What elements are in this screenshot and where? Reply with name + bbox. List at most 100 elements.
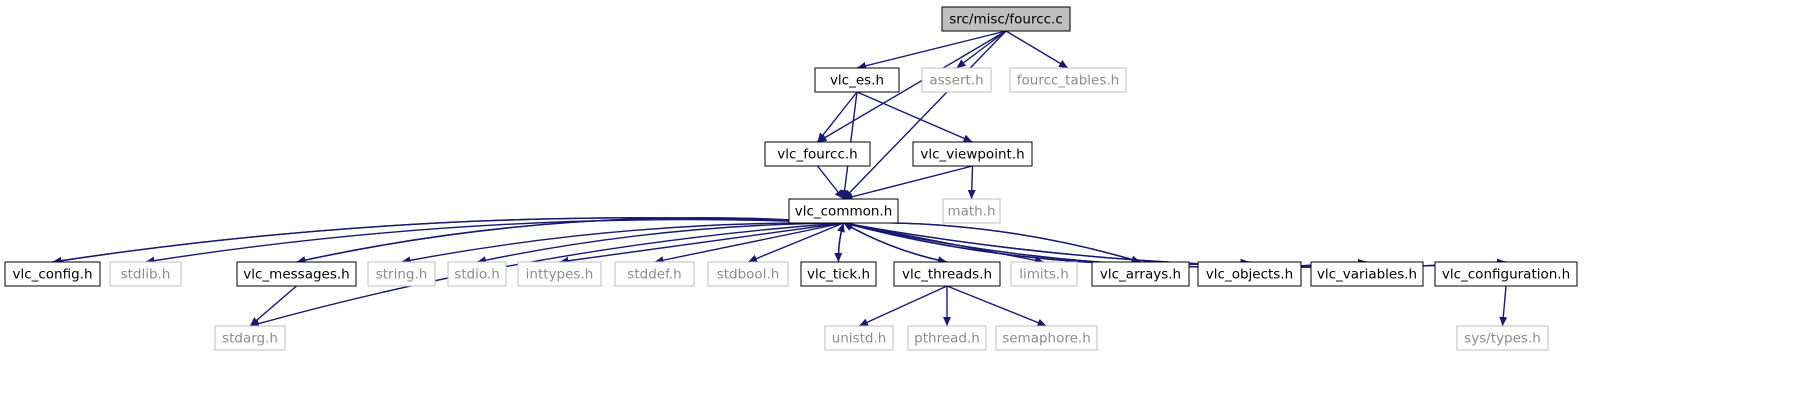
- edge-vlc_tick-to-vlc_common: [837, 222, 845, 263]
- node-label: src/misc/fourcc.c: [949, 12, 1063, 28]
- node-label: stddef.h: [627, 267, 681, 283]
- node-label: sys/types.h: [1464, 331, 1541, 347]
- node-label: vlc_arrays.h: [1100, 267, 1181, 283]
- node-label: pthread.h: [914, 331, 980, 347]
- node-string: string.h: [367, 261, 436, 287]
- node-vlc-messages[interactable]: vlc_messages.h: [236, 261, 357, 287]
- node-stdbool: stdbool.h: [707, 261, 789, 287]
- node-box: [788, 198, 899, 224]
- edge-vlc_common-to-inttypes: [559, 222, 844, 265]
- node-box: [236, 261, 357, 287]
- node-assert: assert.h: [921, 67, 992, 93]
- node-label: vlc_viewpoint.h: [920, 147, 1024, 163]
- node-label: unistd.h: [832, 331, 887, 347]
- node-box: [941, 6, 1071, 32]
- node-vlc-es[interactable]: vlc_es.h: [814, 67, 900, 93]
- node-box: [447, 261, 507, 287]
- node-vlc-common[interactable]: vlc_common.h: [788, 198, 899, 224]
- edge-vlc_threads-to-unistd: [858, 285, 948, 327]
- node-box: [4, 261, 101, 287]
- node-vlc-arrays[interactable]: vlc_arrays.h: [1091, 261, 1190, 287]
- edge-vlc_variables-to-vlc_common: [843, 221, 1368, 268]
- node-box: [907, 325, 987, 351]
- node-label: vlc_messages.h: [243, 267, 349, 283]
- edge-vlc_viewpoint-to-math: [967, 165, 976, 200]
- node-fourcc-c[interactable]: src/misc/fourcc.c: [941, 6, 1071, 32]
- node-math: math.h: [942, 198, 1001, 224]
- node-box: [1091, 261, 1190, 287]
- node-label: vlc_objects.h: [1206, 267, 1293, 283]
- node-box: [764, 141, 871, 167]
- node-vlc-objects[interactable]: vlc_objects.h: [1197, 261, 1302, 287]
- node-box: [1456, 325, 1549, 351]
- edge-vlc_messages-to-stdarg: [249, 285, 297, 327]
- edge-fourcc_c-to-fourcc_tables: [1005, 30, 1069, 69]
- node-inttypes: inttypes.h: [517, 261, 602, 287]
- edge-vlc_common-to-stdarg: [249, 222, 844, 328]
- node-vlc-configuration[interactable]: vlc_configuration.h: [1434, 261, 1578, 287]
- node-pthread: pthread.h: [907, 325, 987, 351]
- node-box: [1010, 261, 1078, 287]
- node-fourcc-tables: fourcc_tables.h: [1009, 67, 1127, 93]
- node-vlc-threads[interactable]: vlc_threads.h: [893, 261, 1001, 287]
- edge-fourcc_c-to-vlc_fourcc: [817, 30, 1007, 143]
- node-limits: limits.h: [1010, 261, 1078, 287]
- node-label: vlc_variables.h: [1317, 267, 1417, 283]
- node-label: vlc_es.h: [830, 73, 884, 89]
- node-stddef: stddef.h: [614, 261, 695, 287]
- node-box: [824, 325, 894, 351]
- node-box: [614, 261, 695, 287]
- edge-vlc_configuration-to-sys_types: [1499, 285, 1508, 327]
- node-box: [893, 261, 1001, 287]
- node-vlc-variables[interactable]: vlc_variables.h: [1310, 261, 1424, 287]
- node-vlc-tick[interactable]: vlc_tick.h: [800, 261, 877, 287]
- edge-vlc_common-to-stdbool: [747, 222, 844, 263]
- node-box: [995, 325, 1098, 351]
- node-box: [1009, 67, 1127, 93]
- node-vlc-fourcc[interactable]: vlc_fourcc.h: [764, 141, 871, 167]
- node-label: string.h: [376, 267, 428, 283]
- node-label: vlc_config.h: [12, 267, 92, 283]
- edge-vlc_common-to-vlc_variables: [843, 222, 1368, 268]
- node-label: limits.h: [1019, 267, 1069, 283]
- node-box: [800, 261, 877, 287]
- node-vlc-config[interactable]: vlc_config.h: [4, 261, 101, 287]
- node-box: [109, 261, 182, 287]
- node-label: fourcc_tables.h: [1017, 73, 1120, 89]
- node-label: math.h: [947, 204, 995, 220]
- edge-fourcc_c-to-vlc_common: [842, 30, 1007, 200]
- node-box: [942, 198, 1001, 224]
- node-stdlib: stdlib.h: [109, 261, 182, 287]
- edge-vlc_threads-to-vlc_common: [843, 222, 948, 263]
- node-box: [1434, 261, 1578, 287]
- node-label: vlc_common.h: [795, 204, 893, 220]
- node-label: vlc_configuration.h: [1442, 267, 1570, 283]
- edge-vlc_es-to-vlc_viewpoint: [856, 91, 973, 143]
- node-box: [367, 261, 436, 287]
- node-vlc-viewpoint[interactable]: vlc_viewpoint.h: [912, 141, 1033, 167]
- node-label: semaphore.h: [1002, 331, 1091, 347]
- edge-vlc_common-to-stdlib: [145, 218, 844, 265]
- node-label: assert.h: [929, 73, 983, 89]
- edge-vlc_threads-to-semaphore: [946, 285, 1047, 327]
- node-label: stdlib.h: [121, 267, 171, 283]
- node-label: stdio.h: [454, 267, 500, 283]
- node-box: [214, 325, 286, 351]
- node-box: [1310, 261, 1424, 287]
- edge-fourcc_c-to-vlc_es: [856, 30, 1007, 70]
- edge-vlc_objects-to-vlc_common: [843, 221, 1250, 266]
- node-unistd: unistd.h: [824, 325, 894, 351]
- node-label: inttypes.h: [526, 267, 594, 283]
- node-stdio: stdio.h: [447, 261, 507, 287]
- node-stdarg: stdarg.h: [214, 325, 286, 351]
- node-box: [1197, 261, 1302, 287]
- node-label: vlc_tick.h: [807, 267, 870, 283]
- node-box: [921, 67, 992, 93]
- node-box: [517, 261, 602, 287]
- edge-vlc_config-to-vlc_common: [52, 217, 844, 263]
- edge-vlc_fourcc-to-vlc_common: [816, 165, 845, 200]
- node-sys-types: sys/types.h: [1456, 325, 1549, 351]
- edge-vlc_common-to-stddef: [654, 222, 844, 265]
- node-box: [707, 261, 789, 287]
- edge-vlc_common-to-stdio: [476, 222, 844, 265]
